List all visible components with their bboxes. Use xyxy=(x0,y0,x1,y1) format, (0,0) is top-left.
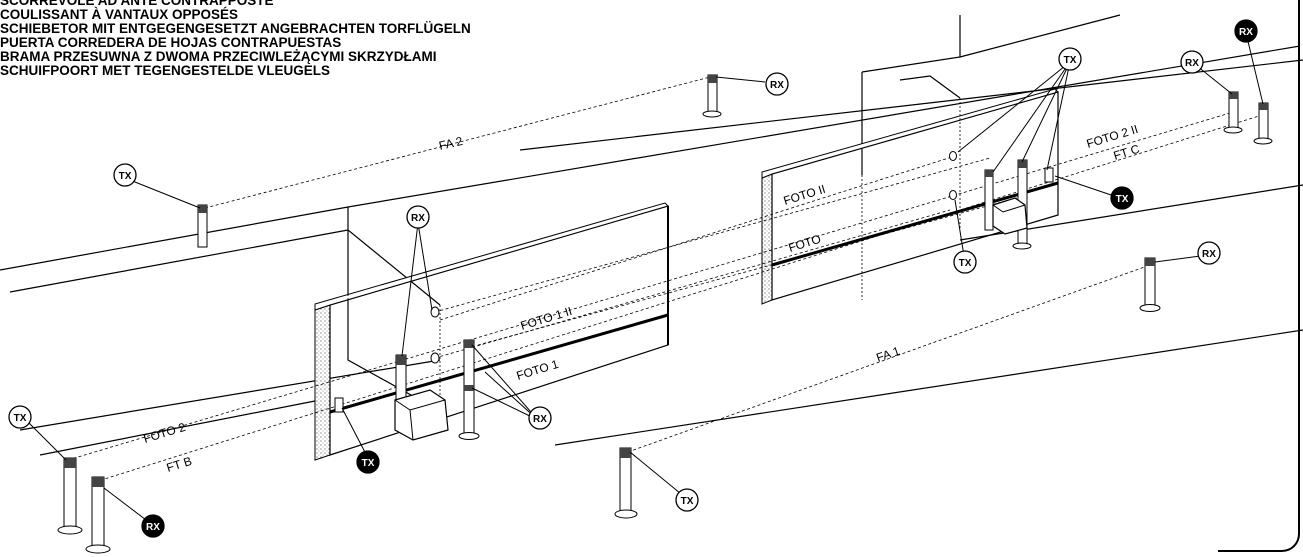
badge-rx-right-far1: RX xyxy=(1180,50,1204,74)
left-gate-top-edge xyxy=(314,202,669,311)
label-fa2: FA 2 xyxy=(438,134,465,153)
svg-text:TX: TX xyxy=(1116,194,1129,205)
left-wall-back xyxy=(39,399,321,456)
svg-text:TX: TX xyxy=(14,413,27,424)
badge-rx-left-columns: RX xyxy=(528,406,552,430)
beam-foto1-ii xyxy=(434,157,991,313)
label-foto1: FOTO 1 xyxy=(515,357,561,383)
column-fa2-rx xyxy=(702,74,722,118)
beam-foto-ii xyxy=(439,155,956,321)
beam-lines xyxy=(67,74,1263,483)
title-italian: SCORREVOLE AD ANTE CONTRAPPOSTE xyxy=(0,0,274,8)
column-left-front-tx xyxy=(57,457,83,535)
svg-text:RX: RX xyxy=(411,213,425,224)
edge-cell-right xyxy=(1044,167,1054,183)
photocell-columns xyxy=(57,74,1273,554)
badge-tx-right-lower: TX xyxy=(953,250,977,274)
svg-text:RX: RX xyxy=(770,80,784,91)
badge-rx-right-far2: RX xyxy=(1234,19,1258,43)
left-gate-rack xyxy=(329,313,669,414)
wall-line-upper-left xyxy=(0,45,1301,271)
right-gate-edge xyxy=(761,173,773,305)
motors xyxy=(394,197,1028,441)
wall-lines xyxy=(0,14,1303,456)
label-foto2: FOTO 2 xyxy=(142,420,188,446)
column-fa1-rx xyxy=(1139,257,1161,312)
beam-fa2 xyxy=(204,74,719,209)
badge-rx-left-front: RX xyxy=(141,514,165,538)
far-ground-line xyxy=(519,59,1303,151)
badge-tx-left-front: TX xyxy=(8,405,32,429)
badge-tx-right-edge: TX xyxy=(1110,186,1134,210)
svg-text:RX: RX xyxy=(1202,249,1216,260)
label-fa1: FA 1 xyxy=(874,344,902,365)
column-right-center-tx xyxy=(1012,159,1032,250)
svg-text:TX: TX xyxy=(1064,55,1077,66)
svg-text:RX: RX xyxy=(146,522,160,533)
title-polish: BRAMA PRZESUWNA Z DWOMA PRZECIWLEŻĄCYMI … xyxy=(0,49,437,64)
badge-rx-fa1: RX xyxy=(1197,241,1221,265)
title-dutch: SCHUIFPOORT MET TEGENGESTELDE VLEUGELS xyxy=(0,63,331,78)
column-fa1-tx xyxy=(614,447,638,519)
svg-text:RX: RX xyxy=(533,414,547,425)
column-right-inner-tx xyxy=(984,169,994,231)
badge-rx-fa2: RX xyxy=(765,72,789,96)
svg-text:TX: TX xyxy=(959,258,972,269)
title-german: SCHIEBETOR MIT ENTGEGENGESETZT ANGEBRACH… xyxy=(0,21,471,36)
svg-text:TX: TX xyxy=(119,171,132,182)
wall-cell-1 xyxy=(430,306,440,318)
svg-text:TX: TX xyxy=(362,458,375,469)
edge-cell-left xyxy=(334,397,344,413)
motor-right xyxy=(992,197,1028,235)
wall-line-top-edge xyxy=(9,229,349,293)
beam-foto2 xyxy=(67,112,1231,461)
column-right-far-rx2 xyxy=(1253,102,1273,145)
badge-rx-left-wall: RX xyxy=(406,205,430,229)
motor-left xyxy=(394,389,449,441)
svg-text:TX: TX xyxy=(681,496,694,507)
ground-line-front xyxy=(554,329,1303,446)
badge-tx-right-group: TX xyxy=(1058,47,1082,71)
label-ft-b: FT B xyxy=(165,454,194,475)
beam-fa1 xyxy=(627,264,1151,453)
column-left-front-rx xyxy=(85,476,111,554)
column-fa2-tx xyxy=(197,204,208,248)
column-left-center-a xyxy=(458,339,480,440)
badge-tx-fa1: TX xyxy=(675,488,699,512)
svg-text:RX: RX xyxy=(1185,58,1199,69)
beam-ft-b xyxy=(94,114,1263,483)
page-frame xyxy=(1218,0,1300,552)
right-gate-top-edge xyxy=(761,88,1059,179)
left-pillar xyxy=(347,207,441,401)
right-wall-top xyxy=(959,14,1121,58)
wall-cell-3 xyxy=(949,151,957,161)
wall-cell-4 xyxy=(949,190,957,200)
badges: TX RX RX RX TX RX TX TX TX TX RX RX RX T… xyxy=(8,19,1258,538)
title-block: SCORREVOLE AD ANTE CONTRAPPOSTE COULISSA… xyxy=(0,0,471,78)
wall-cell-2 xyxy=(430,352,440,364)
badge-tx-left-edge: TX xyxy=(356,450,380,474)
leader-lines xyxy=(24,32,1264,524)
left-gate xyxy=(314,202,669,461)
column-right-far-rx1 xyxy=(1223,91,1243,134)
right-pillar xyxy=(861,15,961,175)
beam-foto xyxy=(477,196,1021,346)
title-spanish: PUERTA CORREDERA DE HOJAS CONTRAPUESTAS xyxy=(0,35,342,50)
badge-tx-fa2: TX xyxy=(113,163,137,187)
svg-text:RX: RX xyxy=(1239,27,1253,38)
ground-line-left xyxy=(19,359,441,431)
label-ft-c: FT C xyxy=(1112,142,1142,163)
label-foto1-ii: FOTO 1 II xyxy=(519,304,574,333)
title-french: COULISSANT À VANTAUX OPPOSÉS xyxy=(0,7,239,22)
